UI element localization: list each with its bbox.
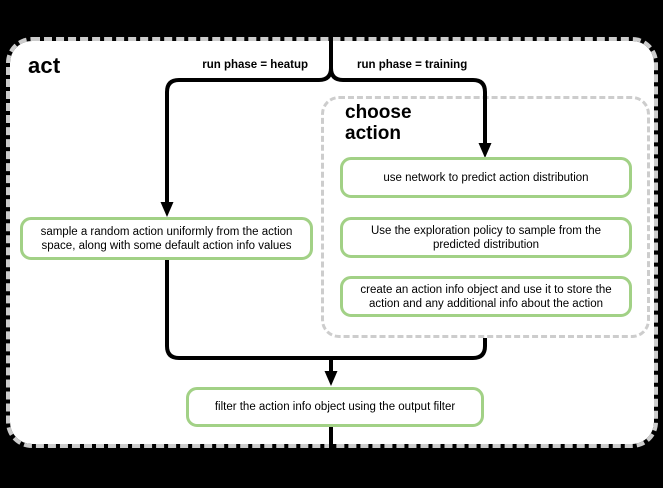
branch-label-training: run phase = training [357, 59, 468, 71]
node-predict-distribution: use network to predict action distributi… [340, 157, 632, 198]
node-create-action-info: create an action info object and use it … [340, 276, 632, 317]
branch-label-heatup: run phase = heatup [202, 59, 308, 71]
node-sample-random-action: sample a random action uniformly from th… [20, 217, 313, 260]
node-filter-output: filter the action info object using the … [186, 387, 484, 427]
choose-action-group-title: choose action [345, 102, 412, 144]
panel-title: act [28, 53, 61, 78]
node-exploration-policy-sample: Use the exploration policy to sample fro… [340, 217, 632, 258]
